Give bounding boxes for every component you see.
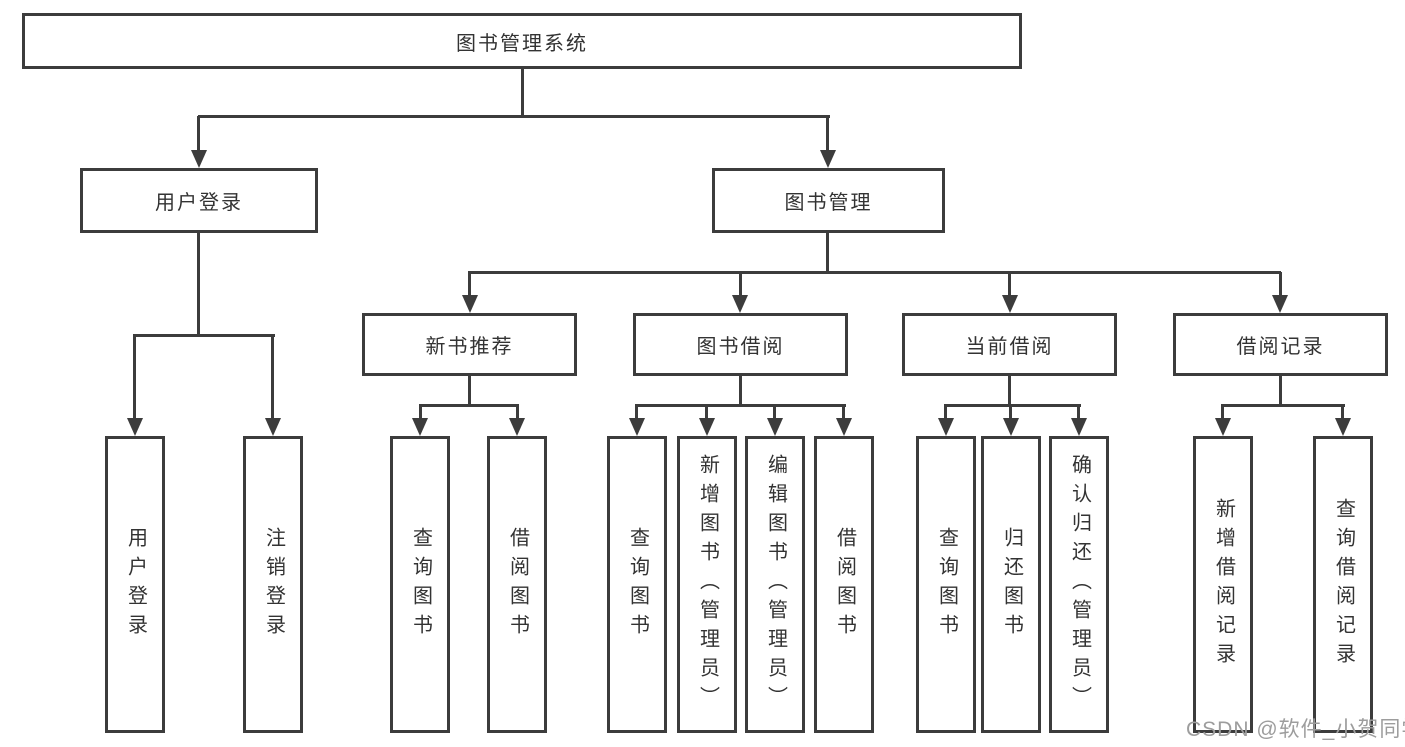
arrow-down-icon (1335, 418, 1351, 436)
node-borrow-records: 借阅记录 (1173, 313, 1388, 376)
node-book-management: 图书管理 (712, 168, 945, 233)
connector-line (1341, 405, 1344, 420)
connector-line (635, 404, 846, 407)
connector-line (1279, 272, 1282, 298)
connector-line (1009, 405, 1012, 420)
leaf-borrow-books: 借阅图书 (814, 436, 874, 733)
leaf-user-login: 用户登录 (105, 436, 165, 733)
leaf-query-borrow-record-label: 查询借阅记录 (1332, 497, 1355, 672)
leaf-return-books: 归还图书 (981, 436, 1041, 733)
connector-line (944, 404, 1081, 407)
leaf-query-books: 查询图书 (390, 436, 450, 733)
connector-line (1221, 404, 1345, 407)
arrow-down-icon (836, 418, 852, 436)
node-user-login-label: 用户登录 (155, 192, 243, 214)
leaf-borrow-books: 借阅图书 (487, 436, 547, 733)
arrow-down-icon (265, 418, 281, 436)
node-current-borrow-label: 当前借阅 (965, 336, 1054, 358)
node-current-borrow: 当前借阅 (902, 313, 1117, 376)
leaf-user-login-label: 用户登录 (124, 526, 147, 643)
arrow-down-icon (1272, 295, 1288, 313)
node-book-borrow-label: 图书借阅 (696, 336, 785, 358)
connector-line (468, 271, 1281, 274)
leaf-query-books: 查询图书 (607, 436, 667, 733)
leaf-borrow-books-label: 借阅图书 (506, 526, 529, 643)
connector-line (739, 376, 742, 407)
arrow-down-icon (767, 418, 783, 436)
leaf-logout: 注销登录 (243, 436, 303, 733)
connector-line (842, 405, 845, 420)
connector-line (198, 115, 830, 118)
leaf-add-borrow-record: 新增借阅记录 (1193, 436, 1253, 733)
leaf-query-borrow-record: 查询借阅记录 (1313, 436, 1373, 733)
arrow-down-icon (820, 150, 836, 168)
leaf-confirm-return-admin: 确认归还（管理员） (1049, 436, 1109, 733)
connector-line (705, 405, 708, 420)
arrow-down-icon (732, 295, 748, 313)
arrow-down-icon (462, 295, 478, 313)
leaf-return-books-label: 归还图书 (1000, 526, 1023, 643)
node-new-book-recommend-label: 新书推荐 (425, 336, 514, 358)
node-user-login: 用户登录 (80, 168, 318, 233)
arrow-down-icon (629, 418, 645, 436)
leaf-query-books-label: 查询图书 (626, 526, 649, 643)
connector-line (468, 376, 471, 407)
node-new-book-recommend: 新书推荐 (362, 313, 577, 376)
arrow-down-icon (412, 418, 428, 436)
connector-line (271, 336, 274, 420)
arrow-down-icon (938, 418, 954, 436)
connector-line (197, 116, 200, 154)
connector-line (419, 405, 422, 420)
leaf-logout-label: 注销登录 (262, 526, 285, 643)
leaf-confirm-return-admin-label: 确认归还（管理员） (1068, 454, 1091, 715)
connector-line (1279, 376, 1282, 407)
node-root: 图书管理系统 (22, 13, 1022, 69)
arrow-down-icon (191, 150, 207, 168)
connector-line (521, 69, 524, 117)
connector-line (1008, 272, 1011, 298)
leaf-edit-books-admin-label: 编辑图书（管理员） (764, 454, 787, 715)
node-book-management-label: 图书管理 (784, 192, 873, 214)
connector-line (826, 233, 829, 274)
connector-line (944, 405, 947, 420)
connector-line (773, 405, 776, 420)
connector-line (133, 336, 136, 420)
connector-line (516, 405, 519, 420)
leaf-add-books-admin-label: 新增图书（管理员） (696, 454, 719, 715)
connector-line (133, 334, 275, 337)
arrow-down-icon (1002, 295, 1018, 313)
arrow-down-icon (1071, 418, 1087, 436)
leaf-add-books-admin: 新增图书（管理员） (677, 436, 737, 733)
arrow-down-icon (1003, 418, 1019, 436)
connector-line (197, 233, 200, 337)
connector-line (1221, 405, 1224, 420)
arrow-down-icon (1215, 418, 1231, 436)
node-borrow-records-label: 借阅记录 (1236, 336, 1325, 358)
arrow-down-icon (127, 418, 143, 436)
connector-line (635, 405, 638, 420)
connector-line (1008, 376, 1011, 407)
connector-line (739, 272, 742, 298)
leaf-query-books: 查询图书 (916, 436, 976, 733)
connector-line (468, 272, 471, 298)
leaf-query-books-label: 查询图书 (935, 526, 958, 643)
leaf-edit-books-admin: 编辑图书（管理员） (745, 436, 805, 733)
node-book-borrow: 图书借阅 (633, 313, 848, 376)
arrow-down-icon (509, 418, 525, 436)
connector-line (826, 116, 829, 154)
arrow-down-icon (699, 418, 715, 436)
node-root-label: 图书管理系统 (456, 32, 588, 55)
leaf-query-books-label: 查询图书 (409, 526, 432, 643)
connector-line (1077, 405, 1080, 420)
csdn-watermark: CSDN @软件_小贺同学 (1186, 718, 1405, 741)
connector-line (419, 404, 519, 407)
leaf-add-borrow-record-label: 新增借阅记录 (1212, 497, 1235, 672)
leaf-borrow-books-label: 借阅图书 (833, 526, 856, 643)
